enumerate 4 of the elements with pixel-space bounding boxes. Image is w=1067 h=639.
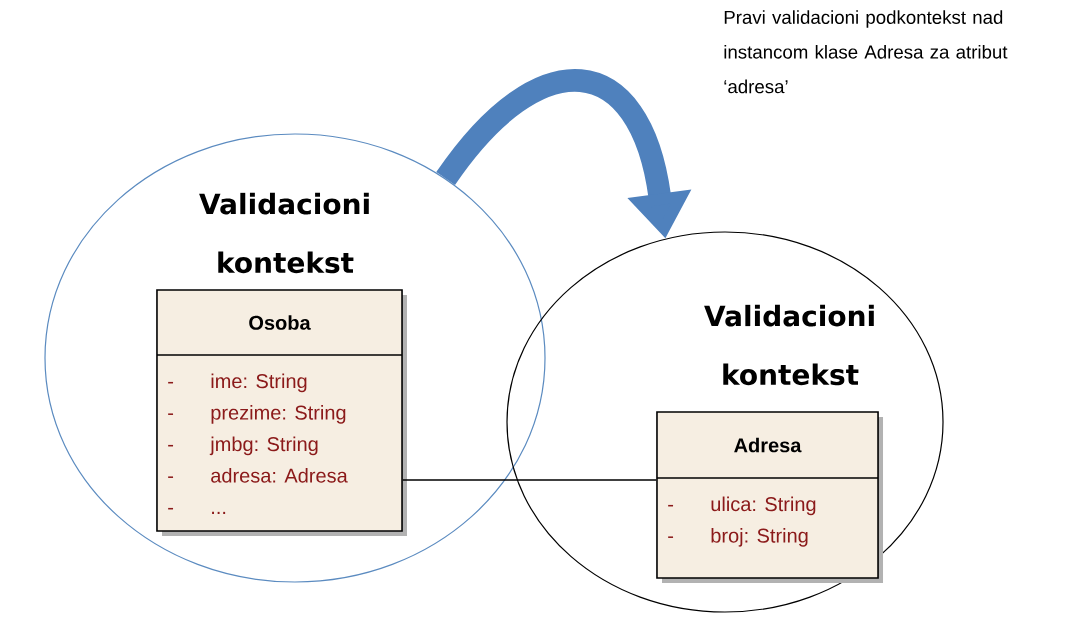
note-text: Pravi validacioni podkontekst nad instancom klase Adresa za atribut ‘adresa’ — [724, 10, 1008, 94]
context-heading: Validacioni kontekst — [704, 304, 874, 386]
association-line — [402, 479, 657, 481]
context-heading: Validacioni kontekst — [199, 192, 369, 274]
